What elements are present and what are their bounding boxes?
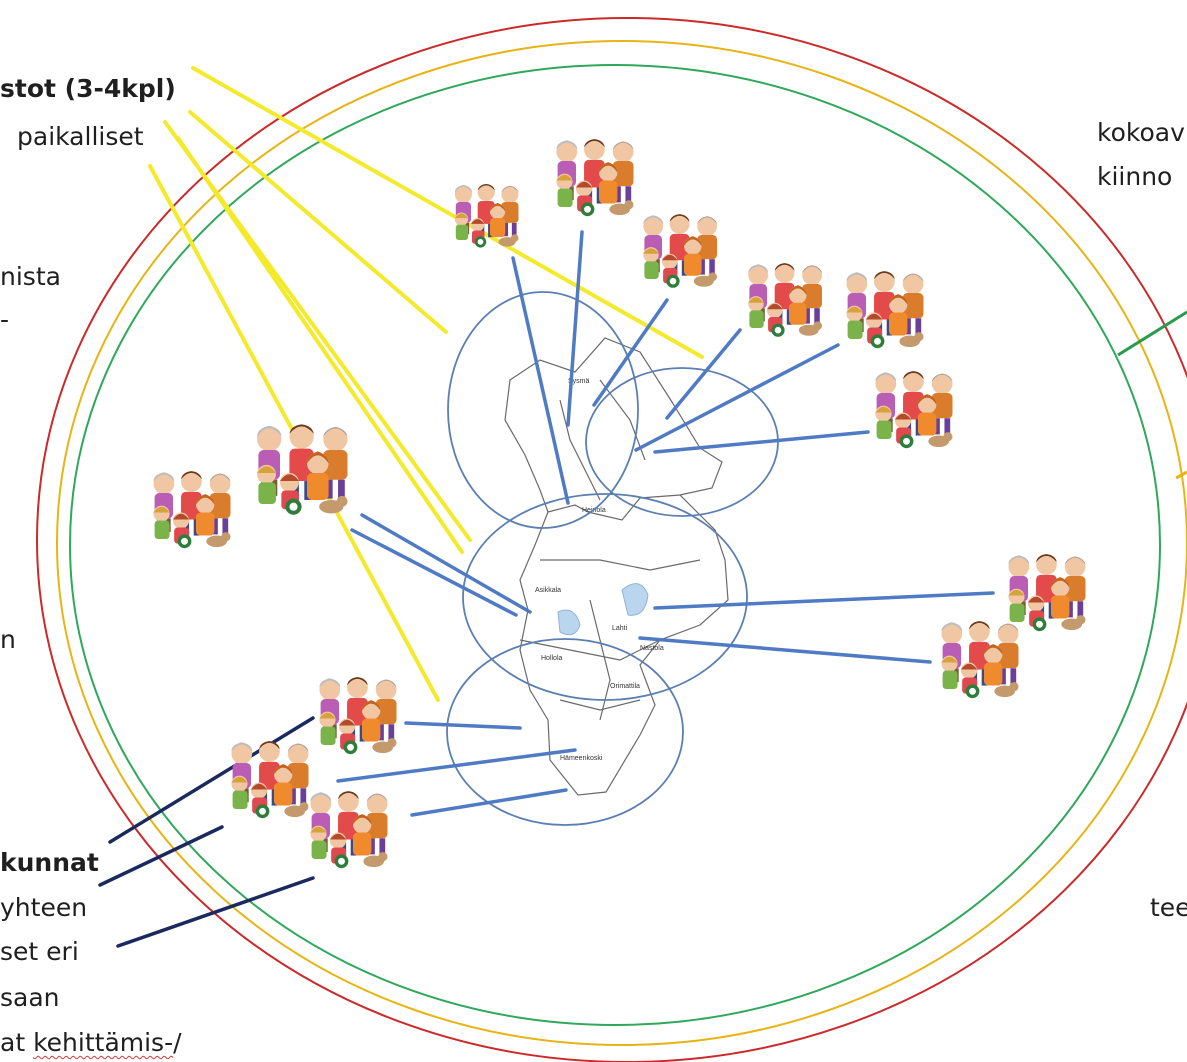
yellow-link-line <box>176 136 464 554</box>
map-place-label: Sysmä <box>568 378 590 385</box>
middle-yellow-ring <box>56 40 1187 1046</box>
blue-link-line <box>653 591 995 610</box>
family-group-icon <box>454 183 519 248</box>
family-group-icon <box>643 214 717 288</box>
lake-shape <box>621 583 649 616</box>
blue-link-line <box>665 328 742 420</box>
green-link-line <box>1117 310 1187 357</box>
blue-link-line <box>360 513 532 614</box>
left-text-line: nista <box>0 262 61 291</box>
blue-link-line <box>638 636 932 664</box>
family-group-icon <box>748 263 822 337</box>
left-text-suffix: / <box>173 1028 182 1057</box>
family-group-icon <box>846 271 924 349</box>
navy-link-line <box>116 876 315 948</box>
outer-red-ring <box>36 17 1187 1062</box>
family-group-icon <box>556 139 634 217</box>
map-place-label: Nastola <box>640 645 664 652</box>
subregion-circle <box>446 638 684 826</box>
right-text-line: tee <box>1150 893 1187 922</box>
yellow-link-line <box>188 110 448 334</box>
left-text-line: yhteen <box>0 893 88 922</box>
family-group-icon <box>231 741 309 819</box>
left-text-underlined: kehittämis- <box>33 1028 174 1057</box>
blue-link-line <box>404 721 522 730</box>
family-group-icon <box>153 471 231 549</box>
left-text-line: n <box>0 625 16 654</box>
navy-link-line <box>108 716 315 844</box>
blue-link-line <box>511 256 570 505</box>
map-place-label: Asikkala <box>535 587 561 594</box>
network-title-2: kunnat <box>0 848 99 877</box>
map-place-label: Hämeenkoski <box>560 755 603 762</box>
yellow-edge-line <box>1175 470 1187 480</box>
right-text-line: kokoav <box>1097 118 1185 147</box>
subregion-circle <box>447 291 639 529</box>
family-group-icon <box>319 677 397 755</box>
left-text-line: paikalliset <box>17 122 144 151</box>
blue-link-line <box>634 343 840 452</box>
left-text-line: at kehittämis-/ <box>0 1028 182 1058</box>
blue-link-line <box>350 528 518 617</box>
left-text-prefix: at <box>0 1028 34 1057</box>
right-text-line: kiinno <box>1097 162 1173 191</box>
map-place-label: Hollola <box>541 655 563 662</box>
family-group-icon <box>875 371 953 449</box>
left-text-line: - <box>0 305 10 334</box>
yellow-link-line <box>191 66 704 359</box>
blue-link-line <box>592 298 669 407</box>
family-group-icon <box>310 791 388 869</box>
navy-link-line <box>98 825 224 887</box>
family-group-icon <box>1008 554 1086 632</box>
blue-link-line <box>566 230 584 427</box>
subregion-circle <box>462 493 748 701</box>
region-map <box>504 337 729 796</box>
blue-link-line <box>336 748 577 783</box>
family-group-icon <box>941 621 1019 699</box>
blue-link-line <box>653 430 870 454</box>
blue-link-line <box>410 788 568 817</box>
map-place-label: Orimattila <box>610 683 640 690</box>
left-text-line: saan <box>0 983 60 1012</box>
inner-green-ring <box>69 64 1161 1026</box>
left-text-line: set eri <box>0 937 79 966</box>
map-place-label: Lahti <box>612 625 628 632</box>
network-title-1: stot (3-4kpl) <box>0 74 176 103</box>
lake-shape <box>557 609 581 636</box>
family-group-icon <box>257 424 348 515</box>
